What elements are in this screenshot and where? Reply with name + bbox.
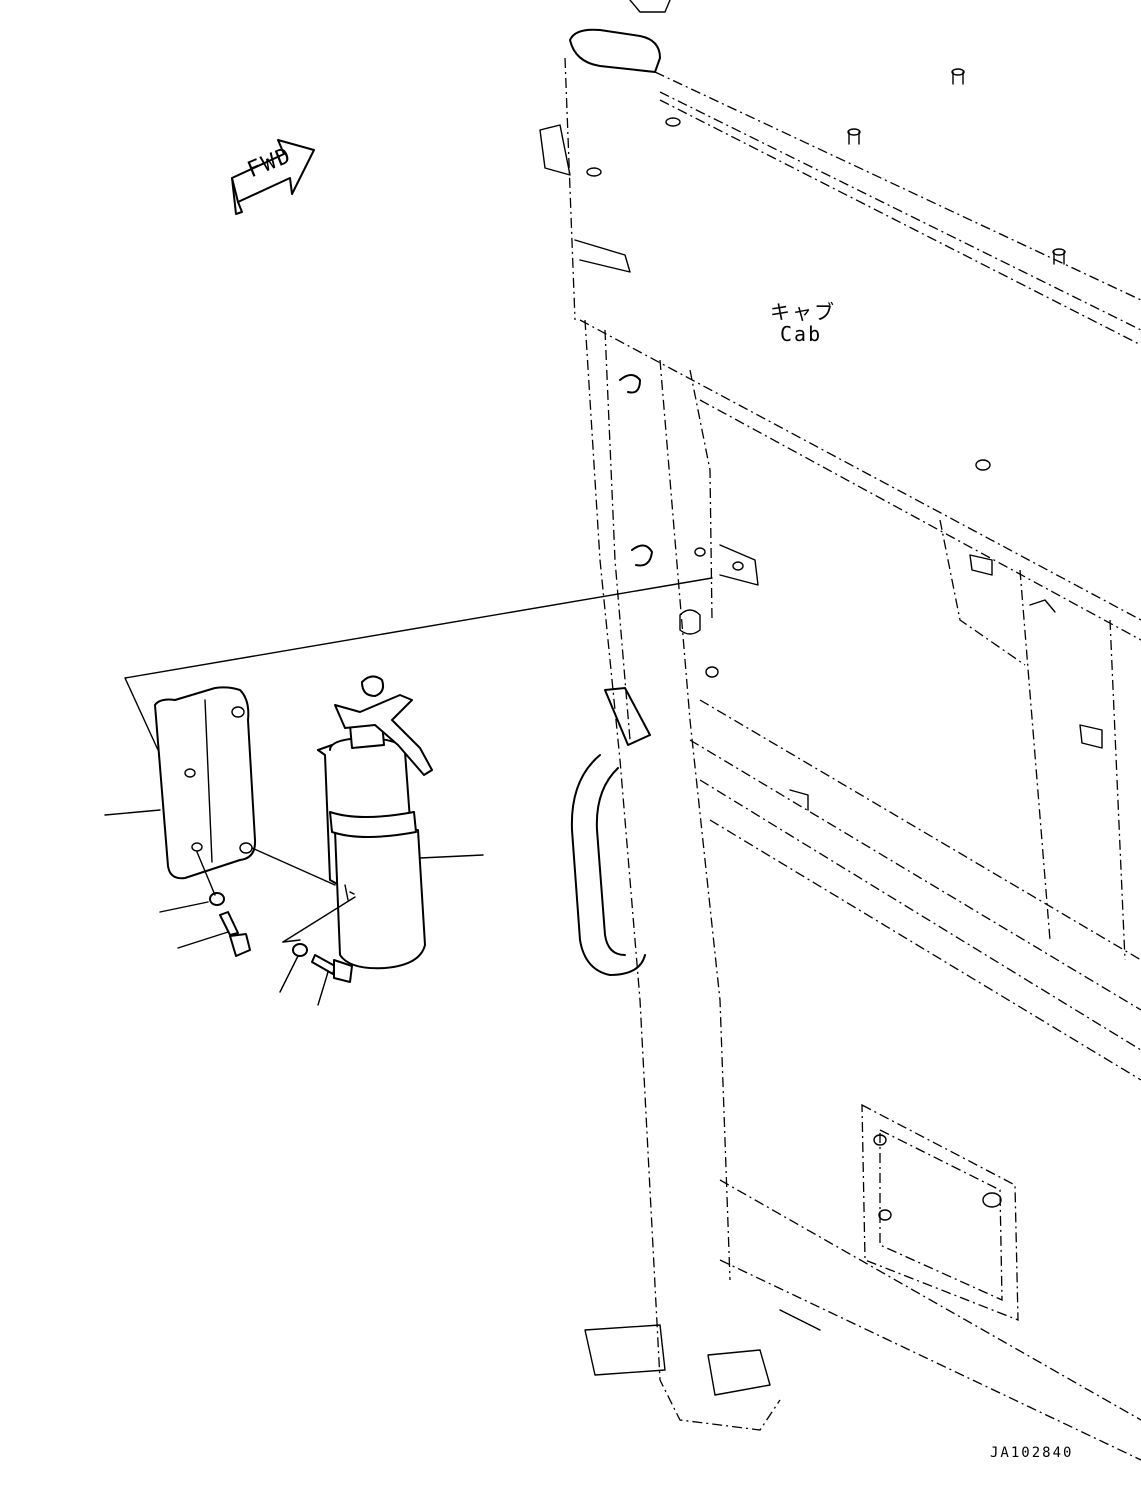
- extinguisher-hardware: [279, 896, 356, 1006]
- fire-extinguisher: [317, 675, 484, 970]
- bracket-hardware: [159, 847, 336, 957]
- cab-label-english: Cab: [780, 322, 823, 346]
- cab-frame: [584, 319, 1141, 1461]
- drawing-number: JA102840: [990, 1445, 1074, 1461]
- cab-roof: [539, 0, 1141, 621]
- fwd-arrow: [231, 139, 315, 215]
- cab-grab-handle: [570, 687, 651, 976]
- mounting-bracket: [104, 686, 257, 880]
- cab-label-japanese: キャブ: [770, 300, 836, 324]
- cab-lower-panel: [584, 1103, 1019, 1396]
- leader-cab-to-bracket: [124, 577, 713, 751]
